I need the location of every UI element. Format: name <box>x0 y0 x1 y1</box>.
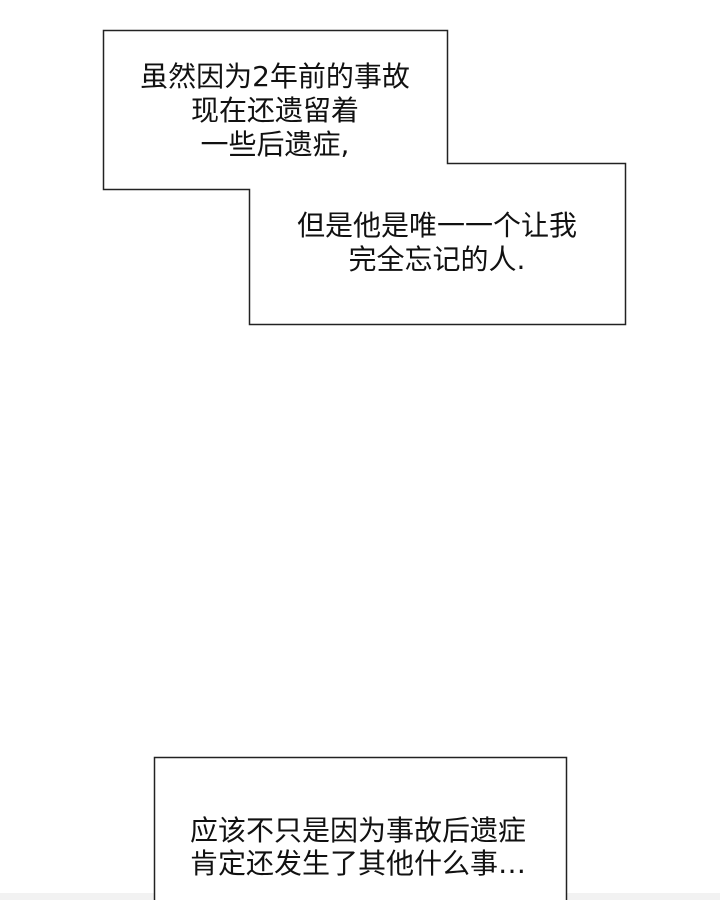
caption-text: 一些后遗症, <box>200 128 350 161</box>
caption-box-upper-outline <box>102 29 627 326</box>
caption-text: 现在还遗留着 <box>190 94 360 127</box>
caption-text: 应该不只是因为事故后遗症 <box>189 814 527 847</box>
caption-text: 虽然因为2年前的事故 <box>140 60 410 93</box>
caption-box-lower-outline <box>153 756 568 900</box>
caption-text: 但是他是唯一一个让我 <box>296 209 578 242</box>
caption-text: 完全忘记的人. <box>348 243 526 276</box>
caption-text: 肯定还发生了其他什么事… <box>189 847 527 880</box>
